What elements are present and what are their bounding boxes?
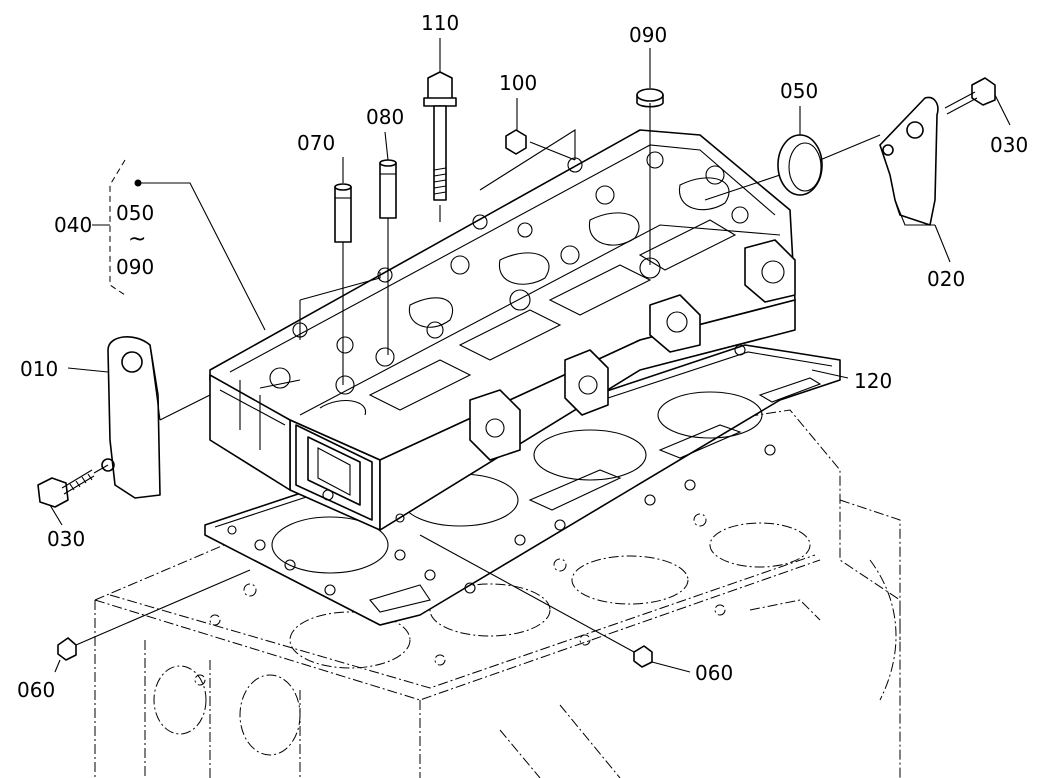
label-100: 100 [499,71,537,95]
label-120: 120 [854,369,892,393]
head-gasket-120 [204,344,841,626]
bolt-030-right [944,77,996,115]
plug-050 [777,134,823,196]
label-010: 010 [20,357,58,381]
group-bracket-040 [92,159,126,296]
plug-060-right [633,645,653,668]
guide-080 [379,159,397,219]
label-080: 080 [366,105,404,129]
label-030-right: 030 [990,133,1028,157]
leader-lines [49,38,1011,673]
part-labels: 110 090 100 080 070 050 030 020 040 050 … [17,11,1028,702]
label-060-left: 060 [17,678,55,702]
label-070: 070 [297,131,335,155]
label-040: 040 [54,213,92,237]
label-050-group: 050 [116,201,154,225]
bolt-030-left [37,469,95,508]
group-pointer-dot [134,179,142,187]
label-090: 090 [629,23,667,47]
seal-090 [636,88,664,108]
bolt-110 [423,71,457,201]
label-110: 110 [421,11,459,35]
label-050: 050 [780,79,818,103]
lifting-eye-010 [101,336,161,499]
label-030-left: 030 [47,527,85,551]
label-090-group: 090 [116,255,154,279]
label-020: 020 [927,267,965,291]
label-060-right: 060 [695,661,733,685]
cylinder-head [209,129,796,531]
lifting-eye-020 [879,96,939,226]
plug-100 [505,129,527,155]
guide-070 [334,183,352,243]
label-range-tilde: ~ [128,227,146,252]
plug-060-left [57,637,77,661]
